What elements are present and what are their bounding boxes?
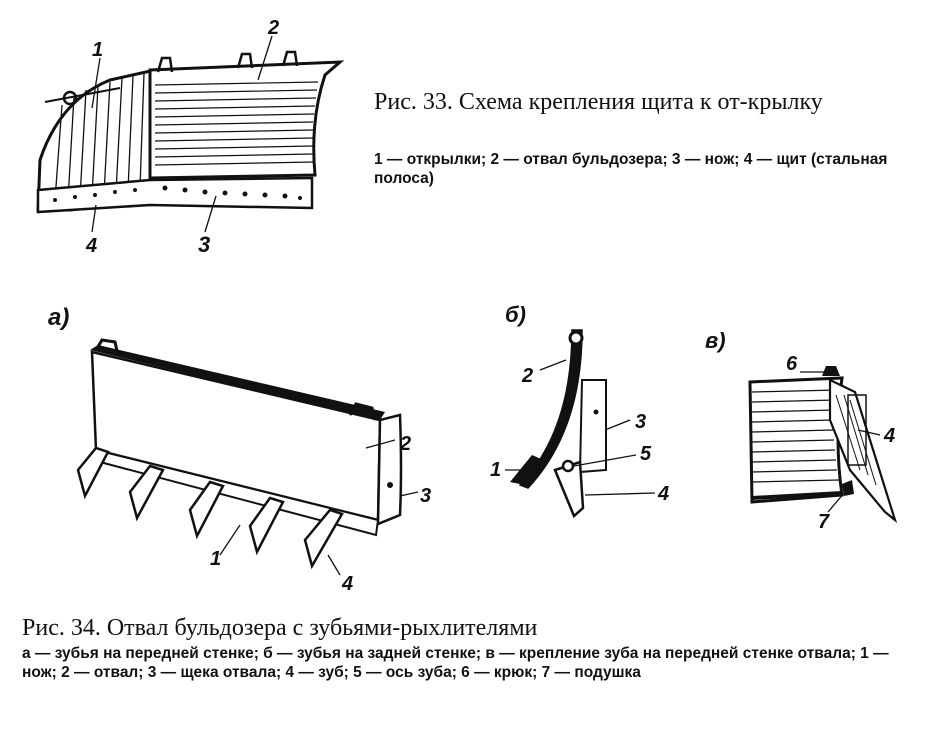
fig34b-panel-letter: б) [505,302,526,327]
fig34b-label-3: 3 [635,411,646,433]
fig33-label-2: 2 [267,17,279,39]
fig34a-panel-letter: а) [48,304,69,331]
fig34b-label-2: 2 [521,365,533,387]
fig33-label-3: 3 [198,232,210,257]
fig33-caption-title: Рис. 33. Схема крепления щита к от-крылк… [374,89,823,115]
fig34b-blade [518,329,583,489]
fig34-caption-legend: а — зубья на передней стенке; б — зубья … [22,645,889,681]
fig33-label-4: 4 [85,235,97,257]
fig34c-label-4: 4 [883,425,895,447]
fig34b-label-1: 1 [490,459,501,481]
fig34b-label-5: 5 [640,443,652,465]
fig33-caption-legend: 1 — открылки; 2 — отвал бульдозера; 3 — … [374,151,888,187]
fig34b-cheek [578,379,607,474]
fig34c-label-7: 7 [818,511,830,533]
fig34c-label-6: 6 [786,353,798,375]
fig34a-label-2: 2 [399,433,411,455]
fig34-caption-title: Рис. 34. Отвал бульдозера с зубьями-рыхл… [22,615,538,641]
fig34a-label-1: 1 [210,548,221,570]
fig34c-hook [822,366,840,376]
fig33-knife [36,176,314,214]
fig34c-tooth [828,378,898,524]
fig33-label-1: 1 [92,39,103,61]
fig34a-label-4: 4 [341,573,353,595]
fig34c-panel-letter: в) [705,328,726,353]
fig34b-label-4: 4 [657,483,669,505]
fig34a-side-plate [376,413,403,526]
fig34a-label-3: 3 [420,485,431,507]
